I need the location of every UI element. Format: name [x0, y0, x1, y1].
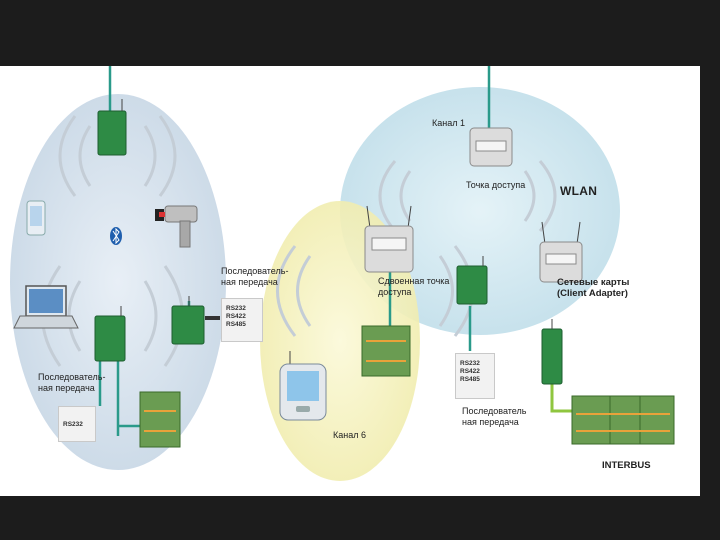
- network-diagram: Канал 1 Точка доступа WLAN Сдвоенная точ…: [0, 66, 700, 496]
- laptop-icon: [13, 285, 79, 329]
- rs-box-top-item: RS232: [226, 305, 246, 312]
- rs-box-right-item: RS422: [460, 368, 480, 375]
- network-cards-label: Сетевые карты (Client Adapter): [557, 277, 630, 299]
- rs-box-top: RS232 RS422 RS485: [221, 298, 263, 342]
- channel1-label: Канал 1: [432, 118, 465, 128]
- serial-transfer-top-label: Последователь- ная передача: [221, 266, 289, 287]
- diagram-graphics: [10, 66, 675, 481]
- terminal-modules: [139, 325, 675, 448]
- rs-box-top-item: RS422: [226, 313, 246, 320]
- wlan-label: WLAN: [560, 184, 598, 198]
- access-point-label: Точка доступа: [466, 180, 526, 190]
- left-zone: [10, 94, 226, 470]
- bluetooth-icon: [110, 227, 122, 245]
- rs-box-left-item: RS232: [63, 421, 83, 428]
- radio-waves: [41, 115, 557, 367]
- interbus-cable: [550, 376, 580, 413]
- serial-transfer-left-label: Последователь- ная передача: [38, 372, 106, 393]
- rs-box-left: RS232: [58, 406, 96, 442]
- channel6-label: Канал 6: [333, 430, 366, 440]
- dual-access-point-label: Сдвоенная точка доступа: [378, 276, 450, 297]
- rs-box-right: RS232 RS422 RS485: [455, 353, 495, 399]
- rs-box-right-item: RS485: [460, 376, 480, 383]
- top-bar: [0, 0, 720, 66]
- serial-transfer-bottom-label: Последователь ная передача: [462, 406, 527, 427]
- phone-icon: [26, 200, 46, 236]
- module-terminals: [144, 340, 670, 432]
- right-strip: [700, 66, 720, 496]
- barcode-scanner-icon: [155, 205, 198, 248]
- bottom-bar: [0, 496, 720, 540]
- rs-box-right-item: RS232: [460, 360, 480, 367]
- rs-box-top-item: RS485: [226, 321, 246, 328]
- antennas: [120, 99, 581, 366]
- access-points: [364, 127, 583, 283]
- green-devices: [94, 110, 563, 385]
- pda-icon: [279, 363, 327, 421]
- interbus-label: INTERBUS: [602, 460, 651, 471]
